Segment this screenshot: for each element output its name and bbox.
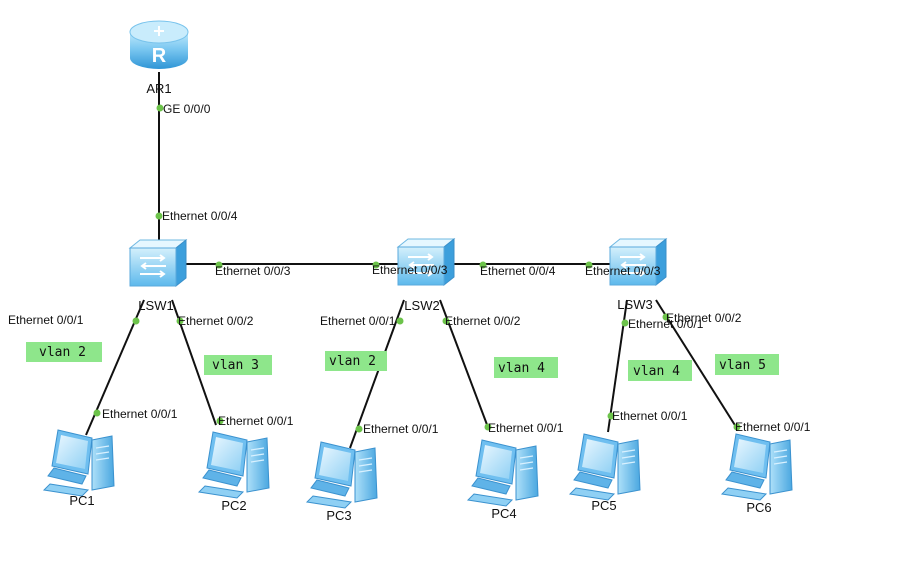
switch-lsw2[interactable]: LSW2 <box>397 238 455 313</box>
port-label: Ethernet 0/0/1 <box>735 420 811 434</box>
port-dot <box>372 261 380 269</box>
port-label: Ethernet 0/0/2 <box>666 311 742 325</box>
port-label: Ethernet 0/0/1 <box>488 421 564 435</box>
port-label: Ethernet 0/0/1 <box>363 422 439 436</box>
port-dot <box>621 319 629 327</box>
port-dot <box>396 317 404 325</box>
port-label: Ethernet 0/0/1 <box>8 313 84 327</box>
pc-name: PC3 <box>326 508 351 523</box>
vlan-label: vlan 5 <box>719 358 766 373</box>
vlan-label: vlan 2 <box>329 354 376 369</box>
vlan-label: vlan 4 <box>633 364 680 379</box>
port-dot <box>155 212 163 220</box>
pc-icon <box>721 433 793 501</box>
port-dot <box>607 412 615 420</box>
switch-icon <box>129 239 187 287</box>
port-dot <box>733 423 741 431</box>
port-dot <box>662 313 670 321</box>
pc-pc2[interactable]: PC2 <box>198 431 270 513</box>
pc-pc6[interactable]: PC6 <box>721 433 793 515</box>
port-label: Ethernet 0/0/4 <box>480 264 556 278</box>
port-dot <box>585 261 593 269</box>
svg-text:R: R <box>152 45 167 67</box>
pc-icon <box>198 431 270 499</box>
port-label: Ethernet 0/0/2 <box>178 314 254 328</box>
vlan-tag-pc4[interactable]: vlan 4 <box>494 357 558 378</box>
port-dot <box>132 317 140 325</box>
pc-pc1[interactable]: PC1 <box>43 429 115 508</box>
pc-pc3[interactable]: PC3 <box>306 441 378 523</box>
switch-name: LSW2 <box>404 298 439 313</box>
vlan-tag-pc5[interactable]: vlan 4 <box>628 360 692 381</box>
port-dot <box>93 409 101 417</box>
switch-name: LSW3 <box>617 297 652 312</box>
vlan-tags: vlan 2 vlan 3 vlan 2 vlan 4 vlan 4 vlan … <box>26 342 779 381</box>
port-labels: GE 0/0/0 Ethernet 0/0/4 Ethernet 0/0/3 E… <box>8 102 811 436</box>
port-label: Ethernet 0/0/1 <box>612 409 688 423</box>
pc-icon <box>306 441 378 509</box>
port-dot <box>216 417 224 425</box>
vlan-tag-pc6[interactable]: vlan 5 <box>715 354 779 375</box>
link-lsw2-pc3[interactable] <box>349 299 405 449</box>
port-dot <box>484 423 492 431</box>
port-label: Ethernet 0/0/1 <box>218 414 294 428</box>
pc-icon <box>43 429 115 497</box>
port-label: GE 0/0/0 <box>163 102 211 116</box>
port-label: Ethernet 0/0/3 <box>215 264 291 278</box>
pc-name: PC4 <box>491 506 516 521</box>
router-name: AR1 <box>146 81 171 96</box>
port-label: Ethernet 0/0/1 <box>102 407 178 421</box>
router-ar1[interactable]: R AR1 <box>129 20 189 96</box>
vlan-label: vlan 4 <box>498 361 545 376</box>
vlan-label: vlan 3 <box>212 358 259 373</box>
switch-lsw1[interactable]: LSW1 <box>129 239 187 313</box>
port-dots <box>93 104 741 433</box>
port-label: Ethernet 0/0/4 <box>162 209 238 223</box>
port-label: Ethernet 0/0/1 <box>628 317 704 331</box>
port-label: Ethernet 0/0/1 <box>320 314 396 328</box>
port-dot <box>355 425 363 433</box>
link-lsw3-pc6[interactable] <box>655 299 739 431</box>
router-icon: R <box>129 20 189 69</box>
pc-icon <box>569 433 641 501</box>
vlan-tag-pc1[interactable]: vlan 2 <box>26 342 102 362</box>
port-dot <box>176 317 184 325</box>
pc-pc4[interactable]: PC4 <box>467 439 539 521</box>
port-dot <box>479 261 487 269</box>
switch-icon <box>397 238 455 286</box>
port-dot <box>215 261 223 269</box>
pc-name: PC1 <box>69 493 94 508</box>
pc-name: PC6 <box>746 500 771 515</box>
port-label: Ethernet 0/0/3 <box>372 263 448 277</box>
pc-pc5[interactable]: PC5 <box>569 433 641 513</box>
vlan-tag-pc3[interactable]: vlan 2 <box>325 351 387 371</box>
switch-name: LSW1 <box>138 298 173 313</box>
vlan-label: vlan 2 <box>39 345 86 360</box>
port-dot <box>442 317 450 325</box>
switch-lsw3[interactable]: LSW3 <box>609 238 667 312</box>
pc-name: PC2 <box>221 498 246 513</box>
pc-name: PC5 <box>591 498 616 513</box>
pc-icon <box>467 439 539 507</box>
switch-icon <box>609 238 667 286</box>
vlan-tag-pc2[interactable]: vlan 3 <box>204 355 272 375</box>
port-label: Ethernet 0/0/3 <box>585 264 661 278</box>
port-dot <box>156 104 164 112</box>
port-label: Ethernet 0/0/2 <box>445 314 521 328</box>
